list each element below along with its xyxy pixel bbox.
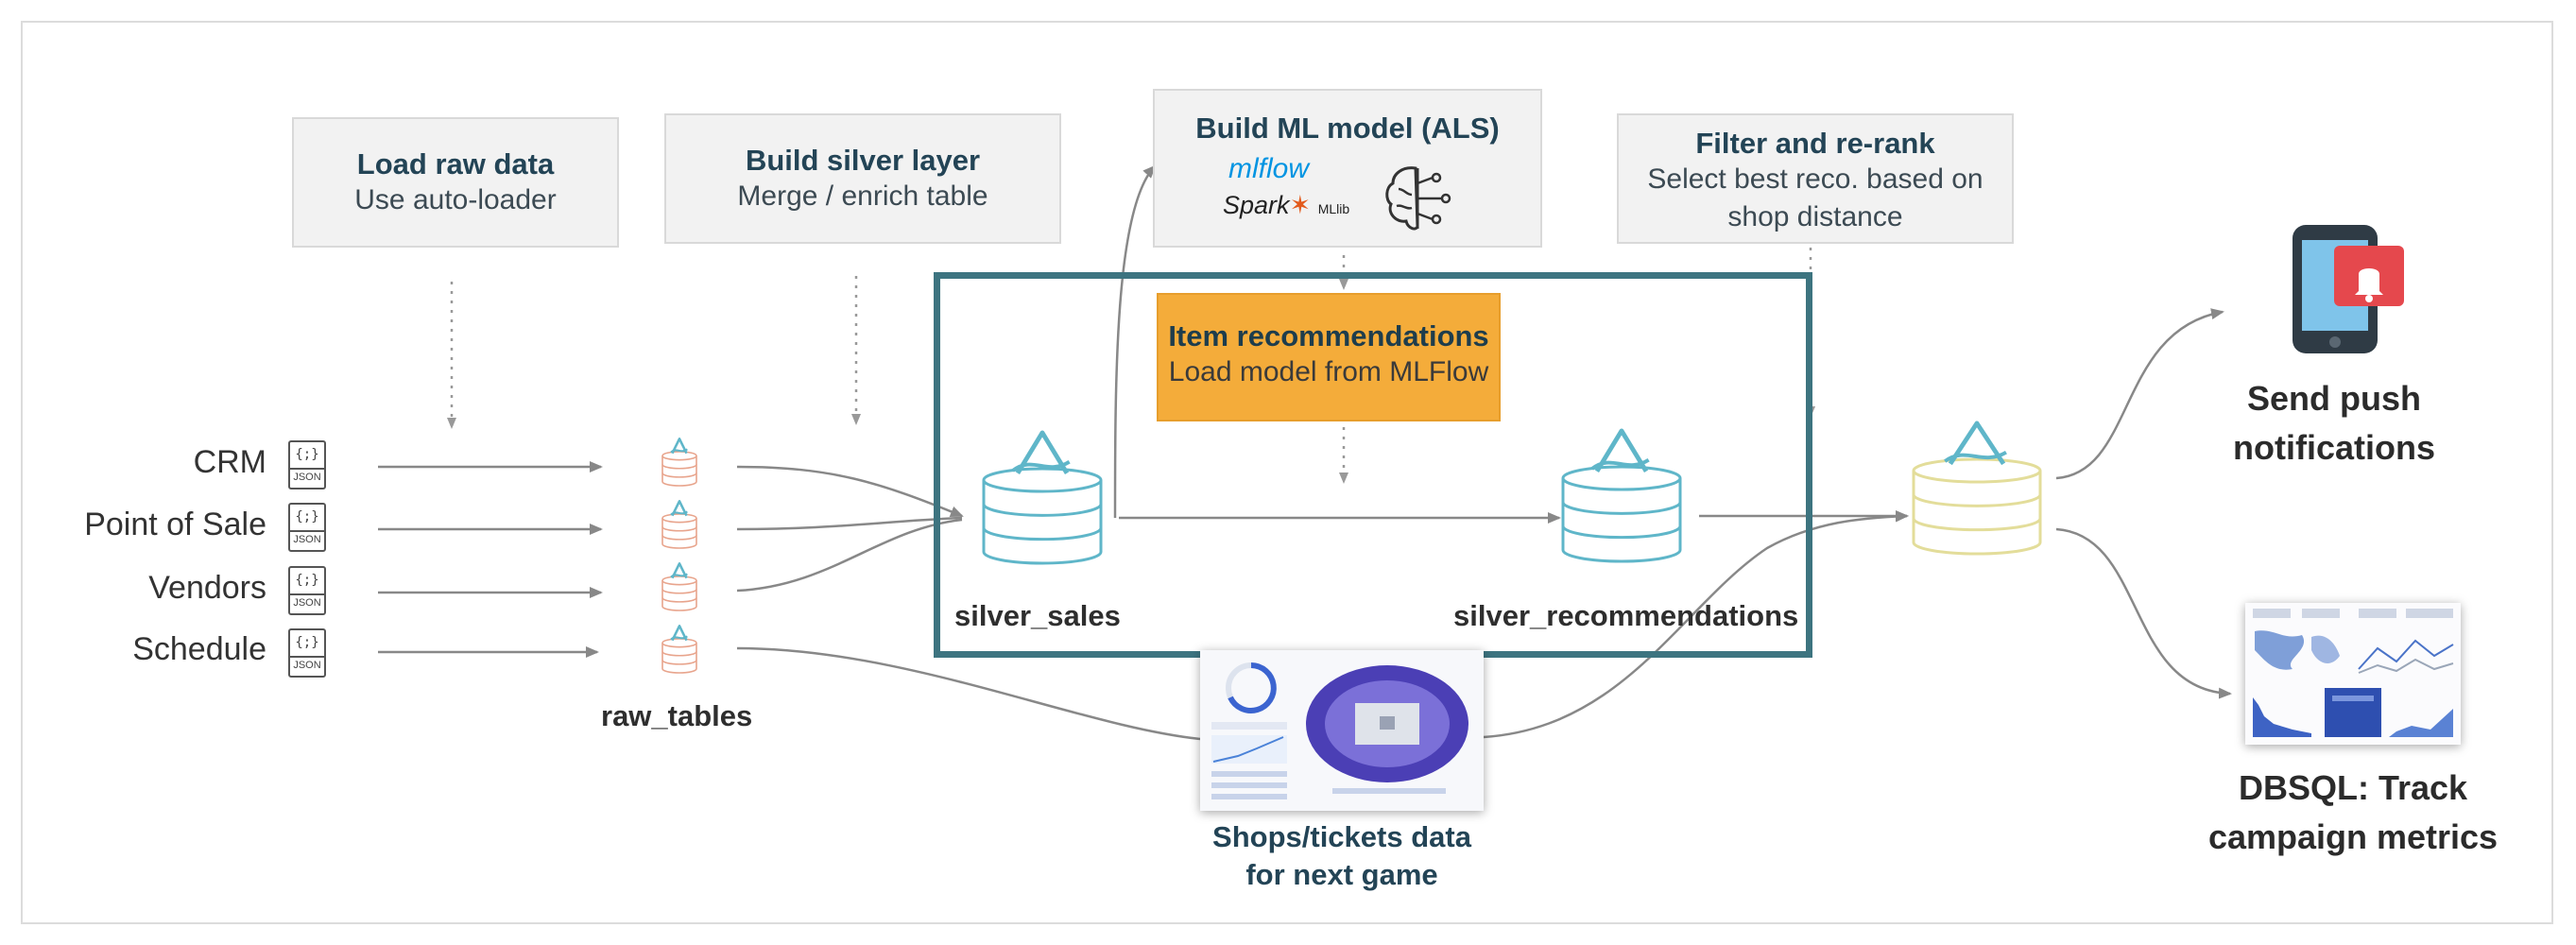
silver-to-ml-curve: [1113, 164, 1157, 519]
stadium-dashboard-image: [1200, 650, 1484, 811]
shops-to-gold-curve: [1483, 510, 1909, 739]
json-file-glyph: {;}: [295, 447, 319, 462]
filter-rerank-subtitle-line1: Select best reco. based on: [1647, 163, 1984, 195]
send-push-line2: notifications: [2233, 428, 2435, 467]
raw-tables-label: raw_tables: [601, 699, 753, 732]
silver-recommendations-db-icon: [1561, 428, 1682, 563]
raw-to-silver-curve-2: [736, 516, 963, 531]
shops-tickets-line2: for next game: [1245, 858, 1438, 891]
shops-tickets-line1: Shops/tickets data: [1212, 820, 1471, 853]
filter-rerank-box: Filter and re-rank Select best reco. bas…: [1617, 113, 2014, 244]
filter-rerank-title: Filter and re-rank: [1695, 127, 1935, 160]
json-file-ext: JSON: [290, 468, 324, 483]
load-raw-data-title: Load raw data: [356, 147, 555, 180]
build-ml-model-title: Build ML model (ALS): [1195, 112, 1500, 145]
json-file-ext: JSON: [290, 593, 324, 609]
raw-to-shops-curve: [736, 646, 1201, 741]
silver-sales-db-icon: [982, 430, 1103, 565]
json-file-icon: {;} JSON: [288, 566, 326, 615]
filter-rerank-subtitle-line2: shop distance: [1727, 201, 1903, 232]
item-recommendations-subtitle: Load model from MLFlow: [1168, 356, 1489, 387]
source-label-point-of-sale: Point of Sale: [84, 507, 266, 542]
item-recommendations-box: Item recommendations Load model from MLF…: [1157, 293, 1501, 421]
build-silver-layer-subtitle: Merge / enrich table: [737, 180, 988, 212]
source-label-vendors: Vendors: [148, 570, 266, 606]
json-file-glyph: {;}: [295, 573, 319, 588]
send-push-line1: Send push: [2246, 379, 2421, 418]
build-silver-layer-box: Build silver layer Merge / enrich table: [664, 113, 1061, 244]
load-raw-data-subtitle: Use auto-loader: [354, 184, 557, 215]
build-silver-layer-title: Build silver layer: [745, 144, 981, 177]
load-raw-data-box: Load raw data Use auto-loader: [292, 117, 619, 248]
raw-to-silver-curve-3: [736, 518, 963, 593]
gold-table-db-icon: [1912, 421, 2042, 556]
dbsql-dashboard-image: [2245, 603, 2461, 745]
json-file-icon: {;} JSON: [288, 628, 326, 678]
json-file-icon: {;} JSON: [288, 503, 326, 552]
build-ml-model-box: Build ML model (ALS) mlflow Spark✶ MLlib: [1153, 89, 1542, 248]
dbsql-line2: campaign metrics: [2207, 817, 2499, 856]
dbsql-line1: DBSQL: Track: [2238, 768, 2468, 807]
gold-to-dbsql-curve: [2055, 527, 2232, 699]
silver-sales-label: silver_sales: [954, 599, 1121, 632]
source-label-crm: CRM: [193, 444, 266, 480]
phone-notification-icon: [2293, 225, 2404, 353]
raw-table-icon: [661, 438, 697, 487]
diagram-frame: [21, 21, 2553, 924]
dbsql-label: DBSQL: Track campaign metrics: [2192, 764, 2514, 862]
send-push-label: Send push notifications: [2192, 374, 2476, 472]
silver-recommendations-label: silver_recommendations: [1453, 599, 1799, 632]
json-file-icon: {;} JSON: [288, 440, 326, 490]
gold-to-push-curve: [2055, 308, 2224, 480]
json-file-glyph: {;}: [295, 509, 319, 524]
json-file-ext: JSON: [290, 530, 324, 545]
raw-table-icon: [661, 562, 697, 611]
brain-network-icon: [1385, 166, 1451, 231]
raw-table-icon: [661, 500, 697, 549]
mlflow-logo: mlflow: [1228, 153, 1310, 184]
raw-table-icon: [661, 625, 697, 674]
source-label-schedule: Schedule: [132, 631, 266, 667]
spark-mllib-logo: Spark✶ MLlib: [1223, 191, 1350, 219]
raw-to-silver-curve-1: [736, 465, 964, 518]
json-file-glyph: {;}: [295, 635, 319, 650]
shops-tickets-label: Shops/tickets data for next game: [1162, 818, 1521, 894]
item-recommendations-title: Item recommendations: [1168, 319, 1489, 352]
json-file-ext: JSON: [290, 656, 324, 671]
